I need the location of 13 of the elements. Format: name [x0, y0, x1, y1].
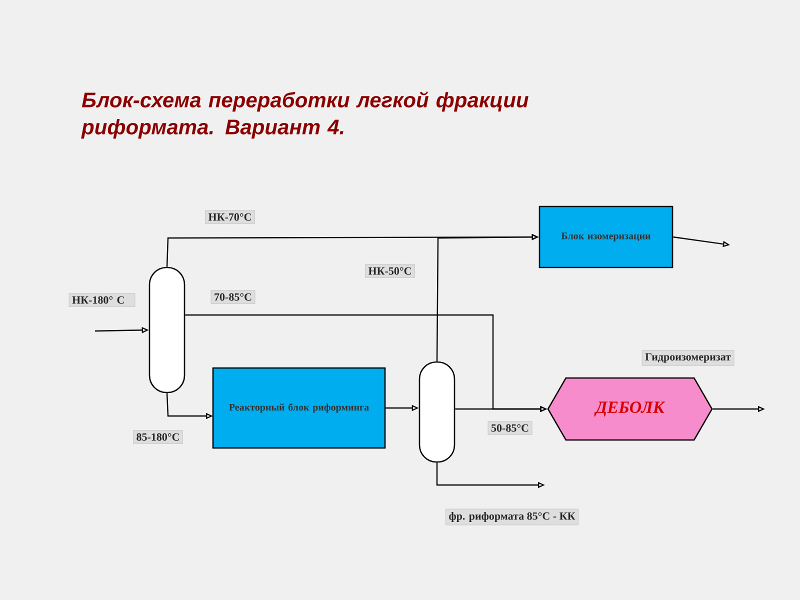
stream-label: НК-70°C	[205, 210, 255, 224]
stream-label: НК-50°C	[365, 264, 415, 278]
stream-label: 70-85°C	[210, 290, 256, 304]
process-box: Блок изомеризации	[538, 206, 674, 268]
title: Блок-схема переработки легкой фракции риформата. Вариант 4.	[81, 92, 528, 139]
stream-label: фр. риформата 85°C - КК	[446, 508, 578, 526]
stream-label: Гидроизомеризат	[642, 350, 734, 366]
stream-label: 50-85°C	[488, 421, 532, 435]
column-vessel	[418, 361, 456, 463]
stream-label: НК-180° С	[68, 293, 136, 307]
stream-label: 85-180°C	[133, 430, 183, 444]
column-vessel	[148, 266, 186, 394]
process-box: Реакторный блок риформинга	[212, 367, 386, 449]
